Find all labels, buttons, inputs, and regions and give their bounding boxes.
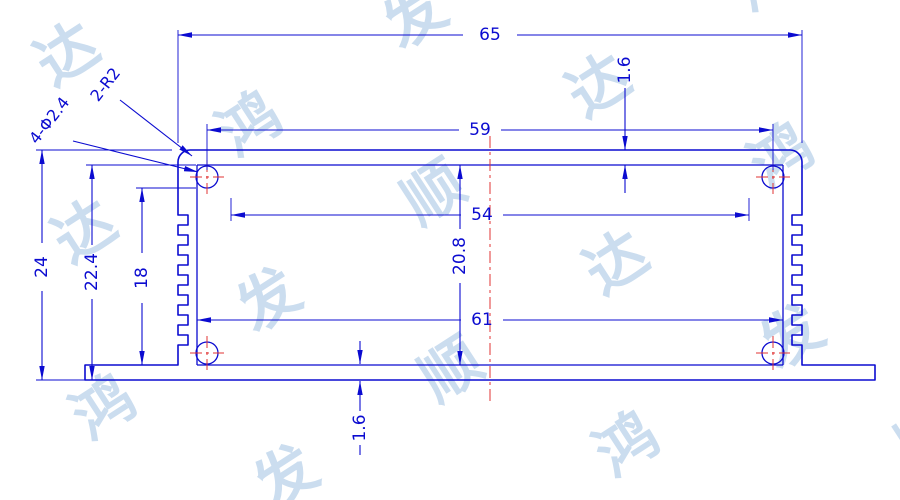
dim-overall-height: 24 <box>32 150 52 380</box>
dim-top-wall-thickness-label: 1.6 <box>615 56 635 83</box>
extension-lines <box>36 30 803 381</box>
dim-cavity-height-label: 20.8 <box>450 237 470 275</box>
dim-bottom-wall-thickness: 1.6 <box>350 341 370 455</box>
dim-side-inner-height-label: 18 <box>132 267 152 289</box>
boss-crosshair <box>756 336 790 370</box>
dim-inner-height: 22.4 <box>82 165 102 380</box>
dim-overall-width: 65 <box>178 25 802 45</box>
dim-boss-span-width-label: 54 <box>471 205 493 225</box>
dim-top-wall-thickness: 1.6 <box>615 56 635 193</box>
dim-top-inner-width-label: 59 <box>469 120 491 140</box>
centerlines <box>190 136 790 402</box>
dim-cavity-width-label: 61 <box>471 310 493 330</box>
profile-outline <box>84 149 876 381</box>
profile-geometry <box>84 149 876 381</box>
dim-overall-width-label: 65 <box>479 25 501 45</box>
boss-crosshair <box>190 336 224 370</box>
leader-line <box>72 140 199 173</box>
dim-top-inner-width: 59 <box>207 120 773 140</box>
callout-hole-diameter: 4-Φ2.4 <box>25 93 199 173</box>
dim-cavity-height: 20.8 <box>450 165 470 365</box>
dim-bottom-wall-thickness-label: 1.6 <box>350 414 370 441</box>
leader-line <box>119 99 193 157</box>
dim-boss-span-width: 54 <box>231 205 749 225</box>
dim-cavity-width: 61 <box>197 310 783 330</box>
callout-hole-diameter-label: 4-Φ2.4 <box>25 93 73 147</box>
callout-corner-radius-label: 2-R2 <box>86 64 124 105</box>
dim-overall-height-label: 24 <box>32 256 52 278</box>
dim-inner-height-label: 22.4 <box>82 253 102 291</box>
dim-side-inner-height: 18 <box>132 188 152 365</box>
callout-corner-radius: 2-R2 <box>86 64 193 157</box>
